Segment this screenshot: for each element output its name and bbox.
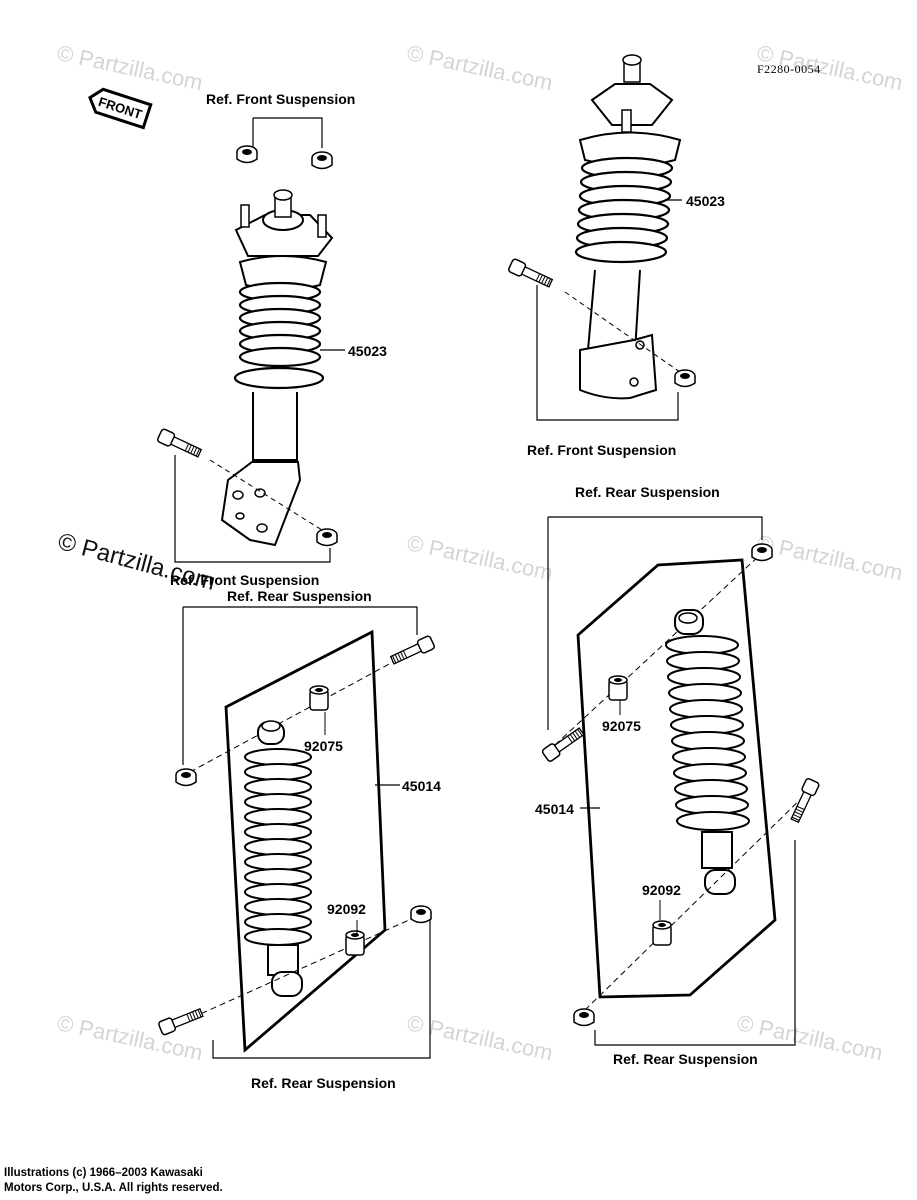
copyright-notice: Illustrations (c) 1966–2003 Kawasaki Mot… [4,1166,223,1196]
ref-rear-suspension-left-top: Ref. Rear Suspension [227,588,372,604]
ref-front-suspension-top: Ref. Front Suspension [206,91,356,107]
copyright-line-2: Motors Corp., U.S.A. All rights reserved… [4,1182,223,1194]
ref-rear-suspension-right-top: Ref. Rear Suspension [575,484,720,500]
front-shock-right [507,54,696,421]
diagram-code: F2280-0054 [757,62,821,76]
part-number-92092-left: 92092 [327,901,366,917]
ref-front-suspension-right: Ref. Front Suspension [527,442,677,458]
front-shock-left [156,117,345,563]
part-number-45014-left: 45014 [402,778,441,794]
rear-shock-left [157,606,436,1059]
part-number-92075-right: 92075 [602,718,641,734]
ref-rear-suspension-left-bottom: Ref. Rear Suspension [251,1075,396,1091]
part-number-92092-right: 92092 [642,882,681,898]
rear-shock-right [540,516,821,1046]
part-number-92075-left: 92075 [304,738,343,754]
part-number-45023-right: 45023 [686,193,725,209]
ref-front-suspension-left: Ref. Front Suspension [170,572,320,588]
front-arrow-icon: FRONT [88,87,153,130]
part-number-45014-right: 45014 [535,801,574,817]
copyright-line-1: Illustrations (c) 1966–2003 Kawasaki [4,1167,203,1179]
ref-rear-suspension-right-bottom: Ref. Rear Suspension [613,1051,758,1067]
part-number-45023-left: 45023 [348,343,387,359]
